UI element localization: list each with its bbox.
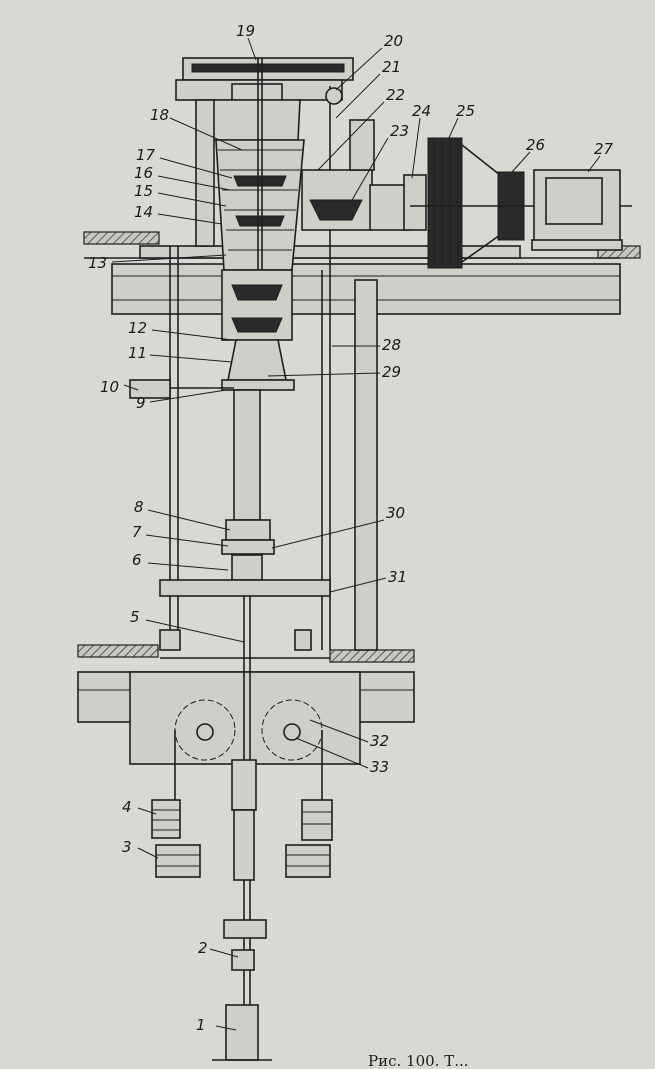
callout-32: 32 (370, 732, 389, 750)
callout-17: 17 (136, 146, 156, 164)
callout-8: 8 (134, 498, 144, 516)
callout-23: 23 (390, 122, 409, 140)
top-gear-19 (175, 57, 354, 101)
callout-19: 19 (236, 22, 255, 40)
callout-22: 22 (386, 86, 405, 104)
callout-16: 16 (134, 164, 153, 182)
callout-25: 25 (456, 102, 475, 120)
callout-33: 33 (370, 758, 389, 776)
callout-20: 20 (384, 32, 403, 50)
hoist-pulleys (174, 699, 323, 800)
middle-housing (221, 269, 295, 391)
callout-21: 21 (382, 58, 401, 76)
callout-13: 13 (88, 254, 107, 272)
callout-26: 26 (526, 136, 545, 154)
callout-31: 31 (388, 568, 407, 586)
callout-7: 7 (132, 523, 142, 541)
callout-29: 29 (382, 363, 401, 381)
central-shaft (212, 389, 275, 1061)
callout-24: 24 (412, 102, 431, 120)
callout-30: 30 (386, 504, 405, 522)
bevel-gearbox (301, 86, 411, 270)
callout-6: 6 (132, 551, 142, 569)
leader-lines (111, 37, 601, 1031)
callout-15: 15 (134, 182, 153, 200)
motor-27 (531, 169, 623, 251)
callout-9: 9 (136, 394, 146, 412)
callout-3: 3 (122, 838, 132, 856)
callout-11: 11 (128, 344, 147, 362)
upper-housing (195, 58, 305, 276)
callout-28: 28 (382, 336, 401, 354)
support-columns (159, 246, 378, 651)
counterweights (151, 799, 333, 878)
callout-27: 27 (594, 140, 614, 158)
callout-18: 18 (150, 106, 169, 124)
callout-10: 10 (100, 378, 119, 396)
lower-floor (77, 644, 415, 765)
callout-labels: 1 2 3 4 5 6 7 8 9 10 11 12 13 14 15 16 1… (88, 22, 614, 1034)
handwheel-10 (129, 379, 234, 399)
callout-1: 1 (196, 1016, 206, 1034)
callout-14: 14 (134, 203, 153, 221)
callout-12: 12 (128, 319, 147, 337)
callout-5: 5 (130, 608, 140, 626)
figure-caption: Рис. 100. Т... (368, 1052, 469, 1069)
callout-2: 2 (198, 939, 208, 957)
callout-4: 4 (122, 798, 132, 816)
pulleys (403, 137, 632, 269)
